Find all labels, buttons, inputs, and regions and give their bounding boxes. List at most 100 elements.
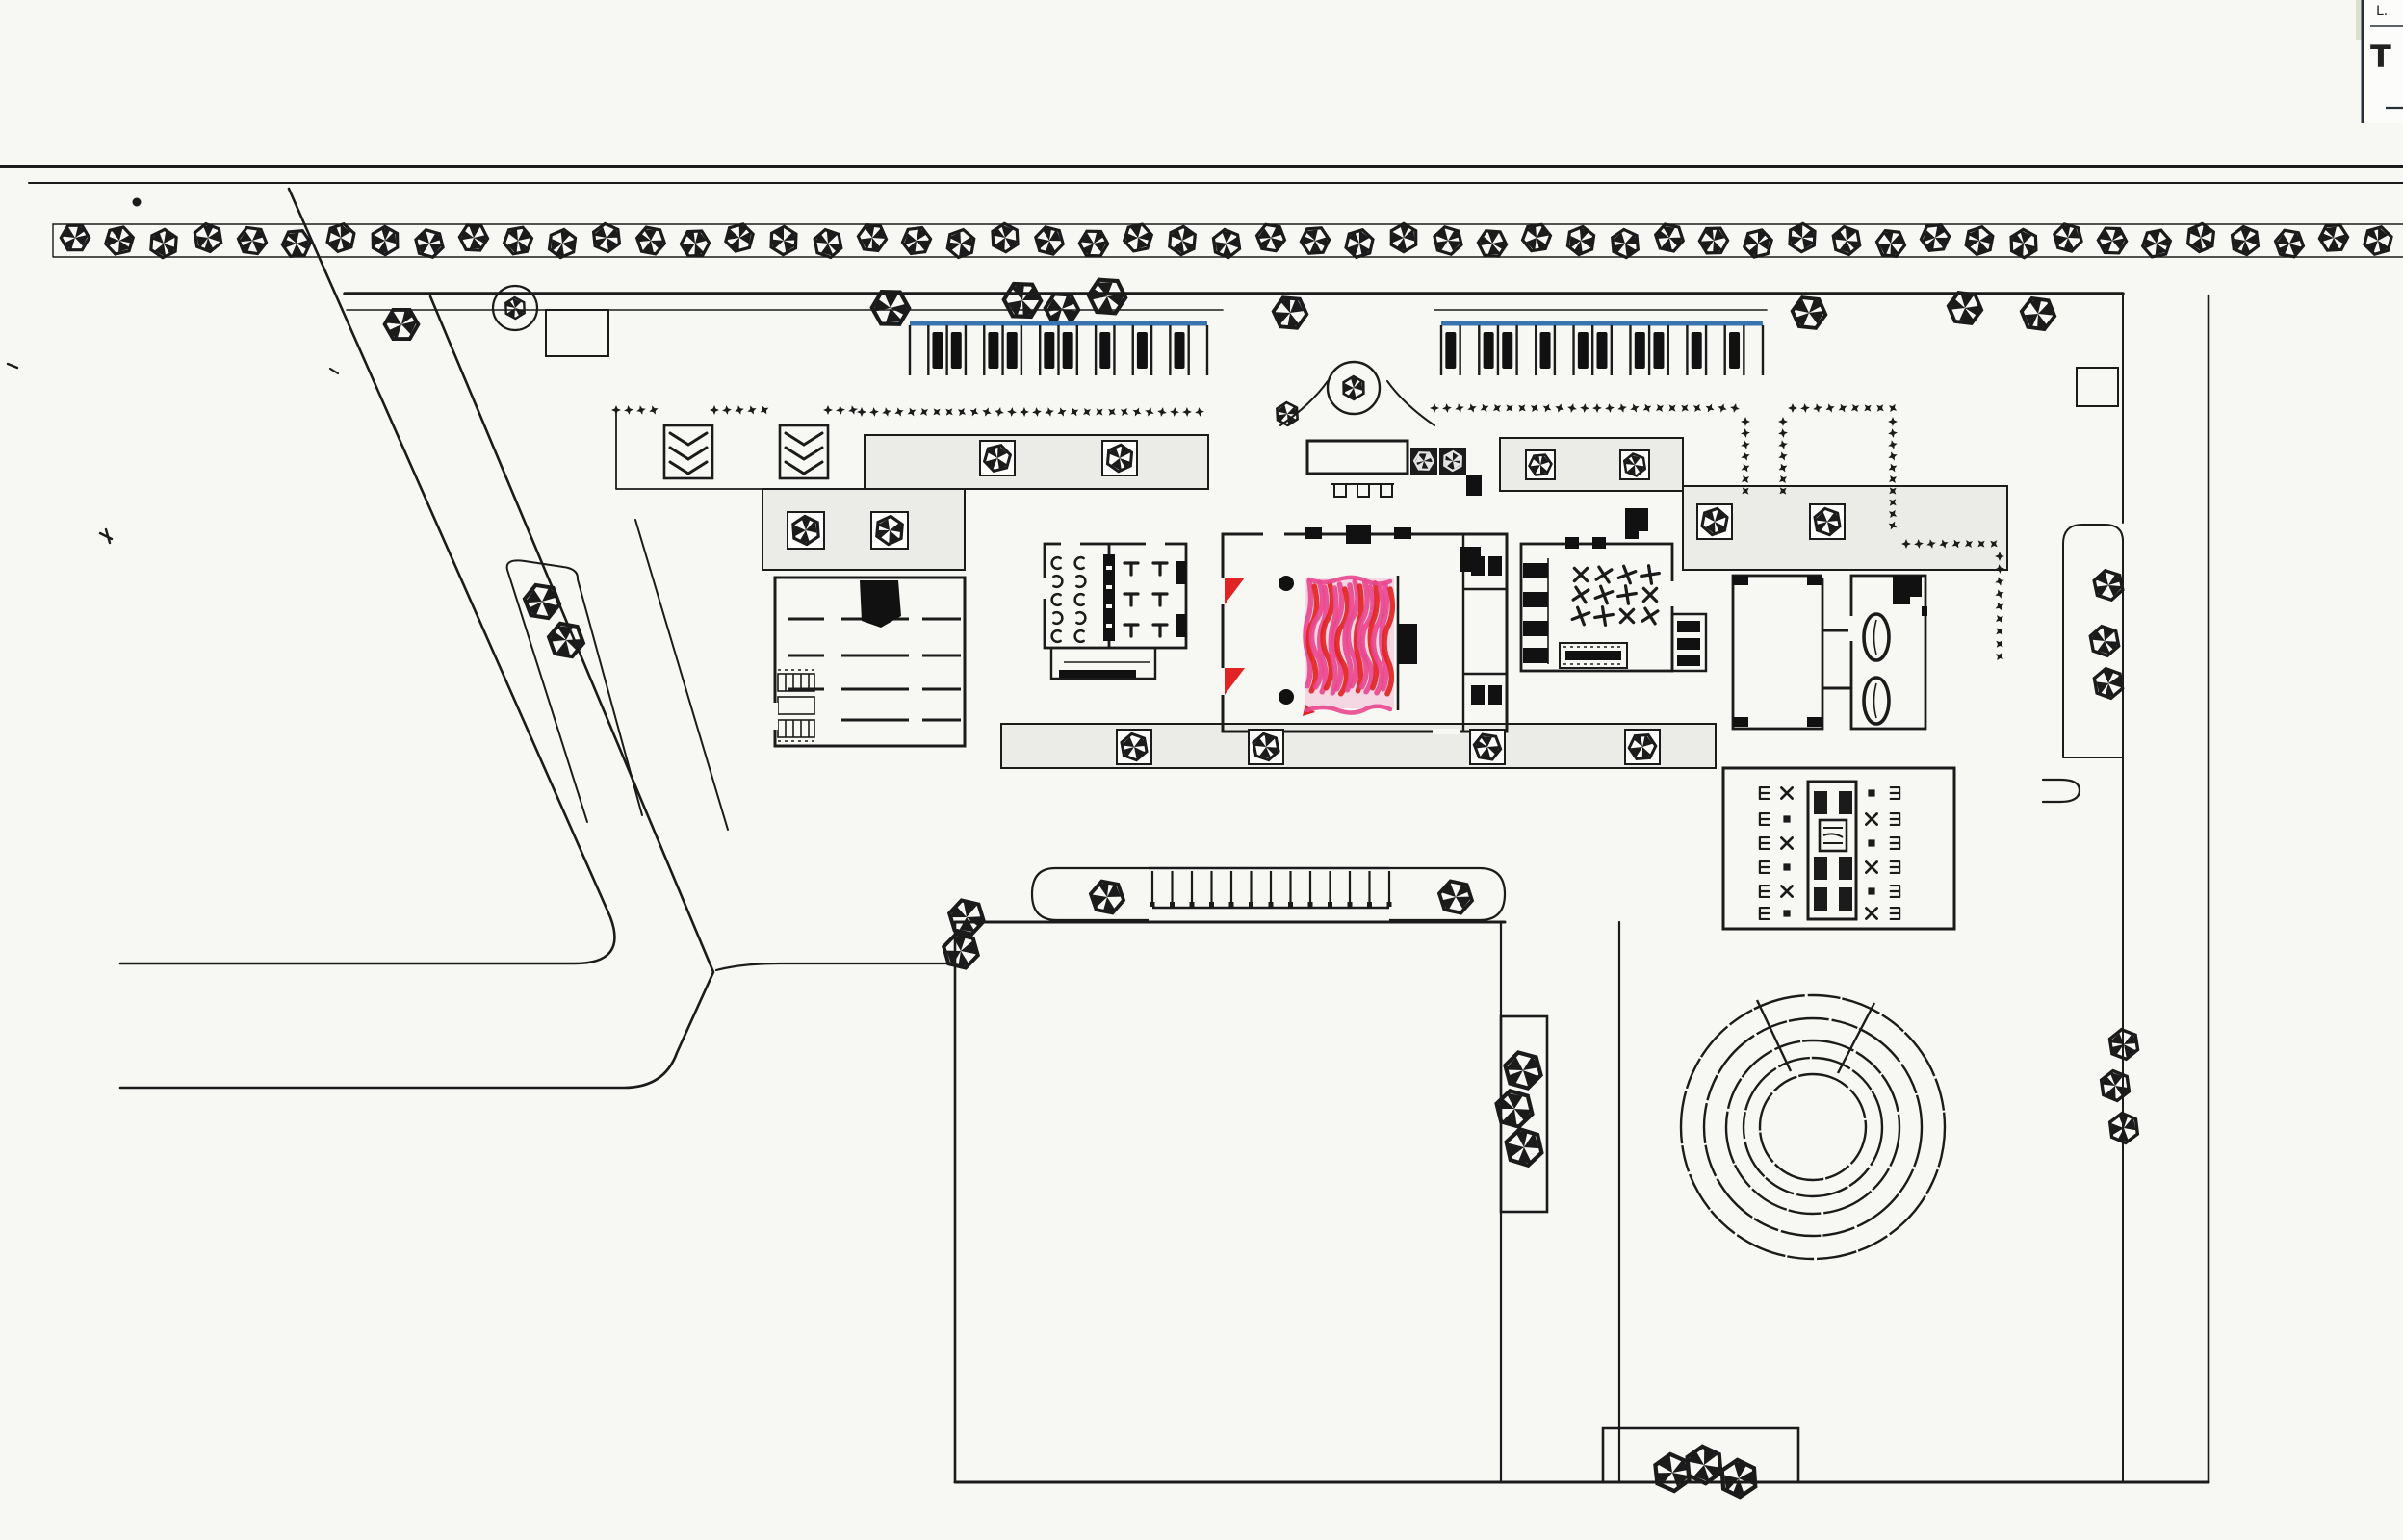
tree-planter [1116, 729, 1152, 765]
stall-foot [1228, 902, 1234, 907]
title-block-paper [2362, 0, 2403, 123]
shrub-icon [1118, 405, 1131, 419]
chair-icon [1073, 555, 1085, 571]
seating-stroke [1342, 582, 1355, 693]
shrub-icon [1886, 449, 1899, 463]
seating-stroke [1382, 586, 1396, 697]
tree-icon [1693, 220, 1734, 261]
shrub-icon [1006, 406, 1018, 418]
roundabout-main [1326, 360, 1382, 416]
stall-foot [1170, 902, 1175, 907]
shrub-icon [823, 405, 833, 415]
seat-icon [1780, 836, 1794, 850]
tree-icon [1789, 294, 1829, 332]
shrub-icon [1823, 401, 1837, 415]
hall-shelf-hatch [785, 674, 810, 737]
shrub-icon [1739, 449, 1752, 463]
tree-icon [720, 219, 759, 256]
ramp-chevron [784, 460, 824, 475]
parked-car [1596, 332, 1608, 369]
table-icon [1593, 584, 1615, 605]
parked-car [1099, 332, 1111, 369]
shrub-icon [1886, 438, 1899, 451]
tree-planter [1619, 449, 1650, 480]
seat-icon [1783, 910, 1791, 917]
parked-car [1634, 332, 1645, 369]
table-icon [1618, 607, 1636, 625]
shrub-icon [1490, 401, 1504, 415]
seat-icon [1868, 839, 1875, 847]
band-blob-2 [1625, 508, 1648, 539]
tree-icon [1028, 219, 1071, 262]
seat-icon [1865, 860, 1878, 874]
utility-building [2076, 367, 2119, 407]
island-stalls [1150, 871, 1392, 907]
tree-icon [382, 307, 421, 342]
shrub-icon [846, 403, 860, 417]
shrub-icon [1836, 401, 1849, 415]
workshop-notches [1305, 527, 1606, 549]
workshop-counter-dots [1563, 646, 1623, 665]
shrub-icon [758, 403, 771, 417]
seat-icon [1865, 812, 1878, 826]
parked-car [1691, 332, 1702, 369]
parked-car [950, 332, 962, 369]
diagonal-road-east [118, 295, 715, 1090]
table-icon [1616, 584, 1638, 605]
ramp-chevron [668, 460, 709, 475]
tree-icon [866, 284, 914, 333]
shrub-icon [1156, 406, 1168, 418]
stall-foot [1249, 902, 1253, 907]
shrub-icon [917, 405, 931, 419]
parked-car [1174, 332, 1185, 369]
shrub-icon [1080, 405, 1094, 419]
aud-speaker-1 [1279, 576, 1294, 591]
shrub-icon [835, 404, 846, 416]
seat-icon [1780, 885, 1794, 898]
tree-icon [1739, 225, 1777, 262]
seating-stroke [1359, 584, 1376, 695]
title-block-smudge [2356, 0, 2362, 40]
shrub-icon [1194, 406, 1205, 418]
seat-icon [1758, 835, 1770, 851]
seating-stroke [1334, 586, 1351, 697]
tree-icon [937, 927, 984, 975]
shrub-icon [1019, 406, 1030, 418]
parked-car [1044, 332, 1055, 369]
shrub-icon [1169, 406, 1180, 418]
tree-planter [1469, 729, 1506, 765]
tree-icon [1166, 223, 1199, 258]
tree-icon [1042, 291, 1082, 327]
tree-icon [1605, 224, 1645, 263]
shrub-icon [623, 404, 634, 416]
shrub-icon [1776, 473, 1790, 486]
hall-shelf-1 [777, 673, 815, 692]
terrace-band-b [864, 434, 1209, 490]
courtyard-planter [1806, 780, 1858, 921]
tree-icon [323, 219, 358, 256]
east-corner-blob [1893, 576, 1922, 604]
stray-blob [132, 197, 142, 207]
annex-shelf-2 [1677, 638, 1700, 650]
shrub-icon [868, 406, 880, 418]
porch-band [1059, 670, 1136, 678]
oval-planter-veins [1873, 619, 1877, 719]
shrub-icon [1515, 401, 1529, 415]
shrub-icon [1181, 406, 1193, 418]
parking-ramp [778, 424, 830, 480]
black-fixtures [860, 475, 1927, 727]
shrub-icon [710, 405, 719, 415]
parking-curb [910, 321, 1207, 326]
tree-icon [586, 218, 627, 257]
table-icon [1123, 623, 1140, 638]
col-pad-1 [1733, 576, 1748, 585]
shrub-icon [1848, 401, 1862, 415]
parked-car [1136, 332, 1148, 369]
east-strip [2062, 524, 2124, 758]
chair-icon [1052, 610, 1064, 626]
table-icon [1641, 606, 1660, 626]
seat-icon [1889, 884, 1901, 899]
amphitheater-stair [1755, 999, 1793, 1072]
parking-ramp [662, 424, 714, 480]
tree-icon [1517, 218, 1556, 258]
